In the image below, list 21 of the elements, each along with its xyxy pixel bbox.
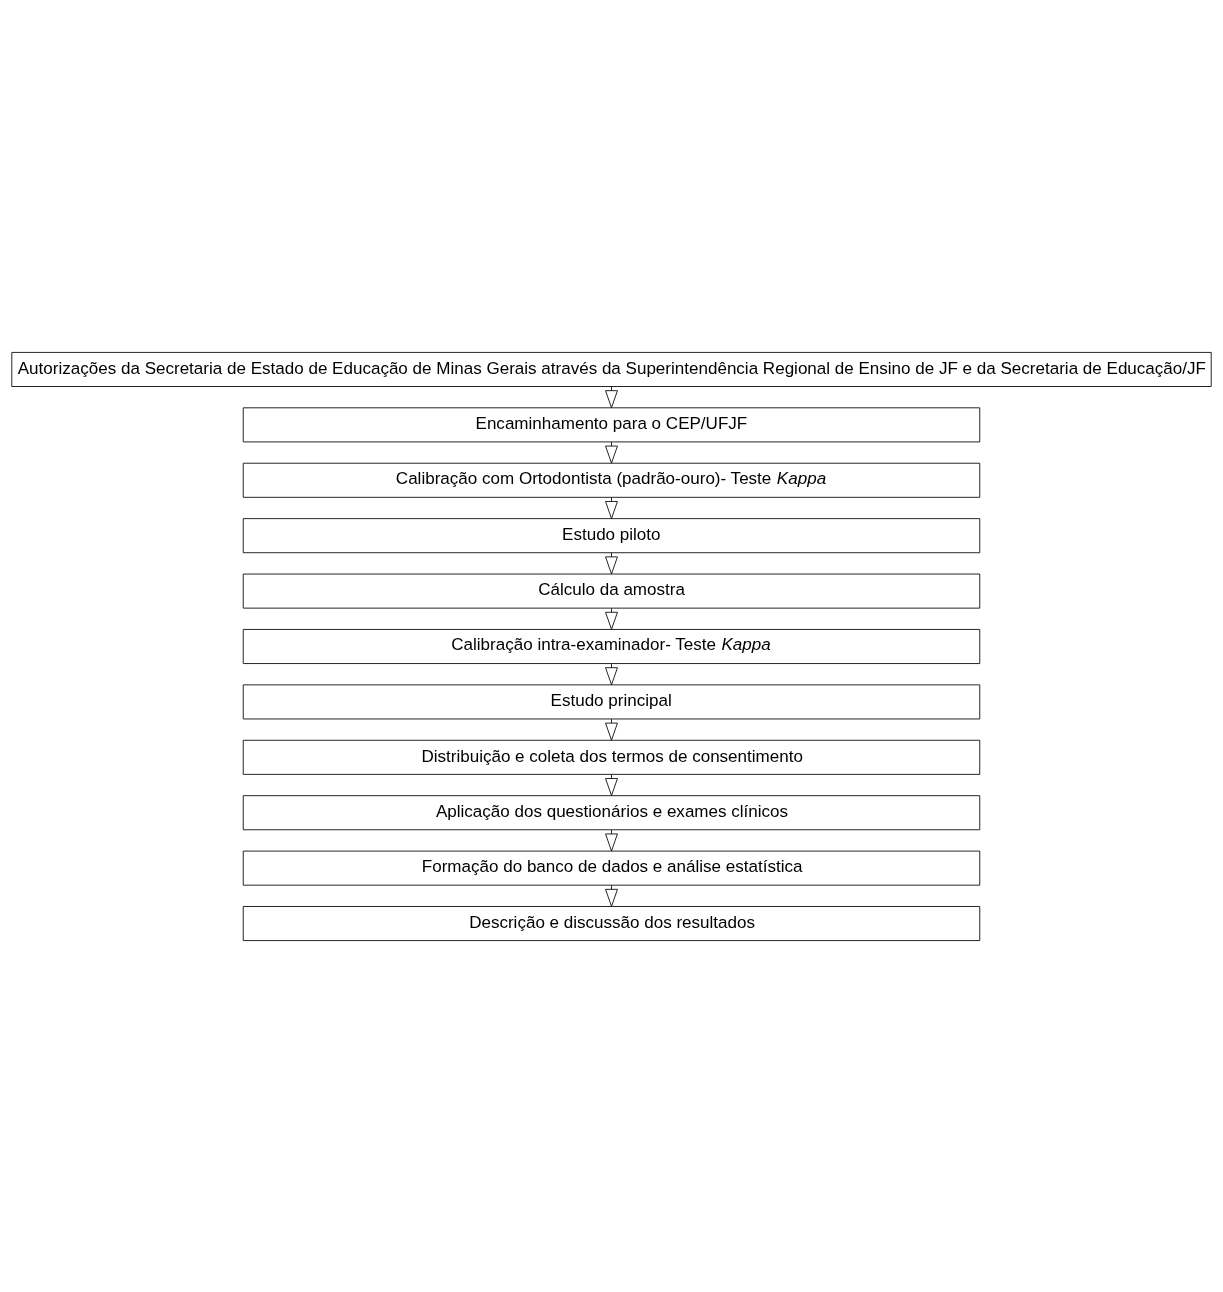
node-box: Estudo piloto — [242, 517, 981, 553]
arrow — [605, 662, 618, 685]
arrow — [605, 718, 618, 741]
arrow — [605, 607, 618, 630]
arrow — [605, 441, 618, 464]
arrow — [605, 552, 618, 574]
node-box: Formação do banco de dados e análise estatística — [242, 850, 981, 886]
arrow — [605, 773, 618, 796]
node-box: Encaminhamento para o CEP/UFJF — [242, 406, 981, 442]
node-box: Calibração com Ortodontista (padrão-ouro)- Teste Kappa — [242, 462, 981, 498]
arrow — [605, 385, 618, 408]
arrow — [605, 829, 618, 851]
arrow — [605, 884, 618, 907]
node-box: Cálculo da amostra — [242, 573, 981, 609]
node-box: Descrição e discussão dos resultados — [242, 905, 981, 941]
node-box: Autorizações da Secretaria de Estado de Educação de Minas Gerais através da Superintendência Regional de Ensino de JF e da Secretaria de Educação/JF — [11, 351, 1212, 387]
node-box: Distribuição e coleta dos termos de consentimento — [242, 739, 981, 775]
node-box: Estudo principal — [242, 683, 981, 719]
node-box: Calibração intra-examinador- Teste Kappa — [242, 628, 981, 664]
arrow — [605, 496, 618, 519]
node-box: Aplicação dos questionários e exames clínicos — [242, 794, 981, 830]
